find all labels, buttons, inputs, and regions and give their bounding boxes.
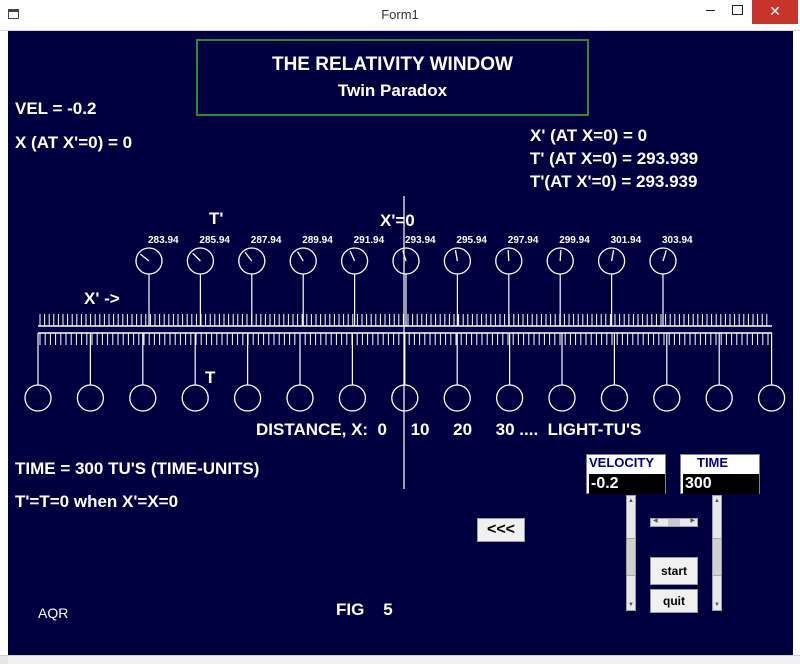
velocity-scroll-thumb[interactable] <box>627 538 635 576</box>
clock-hand <box>507 249 510 262</box>
rest-clock-face <box>705 384 733 412</box>
clock-hand <box>610 250 615 262</box>
x-prime-zero-label: X'=0 <box>380 211 415 230</box>
rest-clock-face <box>233 384 262 412</box>
rest-clock-face <box>548 384 576 412</box>
clock-time-label: 301.94 <box>610 235 642 246</box>
clock-time-label: 291.94 <box>353 235 385 246</box>
x-prime-arrow-label: X' -> <box>84 289 120 308</box>
clock-time-label: 295.94 <box>456 235 487 246</box>
page-subtitle: Twin Paradox <box>337 81 448 100</box>
minimize-button[interactable] <box>695 0 726 24</box>
title-bar: Form1 ✕ <box>0 0 800 31</box>
app-icon <box>8 9 19 19</box>
start-button[interactable]: start <box>650 557 698 585</box>
rest-clock-face <box>24 384 52 412</box>
velocity-caption: VELOCITY <box>589 455 655 470</box>
velocity-input[interactable]: -0.2 <box>589 474 665 494</box>
close-icon: ✕ <box>769 3 781 19</box>
tprime-at-x-zero-readout: T' (AT X=0) = 293.939 <box>530 149 699 168</box>
horizontal-scroll-thumb[interactable] <box>668 519 680 526</box>
scroll-up-icon[interactable]: ▲ <box>714 498 720 504</box>
clock-hand <box>349 250 356 262</box>
scroll-up-icon[interactable]: ▲ <box>628 498 634 504</box>
distance-axis-label: DISTANCE, X: 0 10 20 30 .... LIGHT-TU'S <box>256 420 642 439</box>
velocity-field: VELOCITY -0.2 <box>586 454 666 494</box>
figure-label: FIG 5 <box>336 600 393 619</box>
rest-clock-face <box>757 384 786 412</box>
tprime-at-xprime-zero-readout: T'(AT X'=0) = 293.939 <box>530 172 698 191</box>
scroll-down-icon[interactable]: ▼ <box>714 602 720 608</box>
author-label: AQR <box>38 605 69 621</box>
page-title: THE RELATIVITY WINDOW <box>271 54 513 75</box>
maximize-button[interactable] <box>722 0 753 24</box>
clock-time-label: 299.94 <box>559 235 590 246</box>
time-scrollbar[interactable]: ▲ ▼ <box>712 495 722 611</box>
clock-hand <box>244 251 253 262</box>
back-button[interactable]: <<< <box>477 518 525 542</box>
clock-time-label: 283.94 <box>148 235 179 246</box>
clock-hand <box>296 251 304 262</box>
clock-time-label: 289.94 <box>302 235 333 246</box>
x-at-xprime-zero-readout: X (AT X'=0) = 0 <box>15 133 133 152</box>
clock-hand <box>559 249 562 262</box>
window-title: Form1 <box>381 7 419 22</box>
rest-clock-face <box>286 384 314 412</box>
time-readout: TIME = 300 TU'S (TIME-UNITS) <box>15 459 260 478</box>
title-box: THE RELATIVITY WINDOW Twin Paradox <box>196 39 589 116</box>
scroll-down-icon[interactable]: ▼ <box>628 602 634 608</box>
time-caption: TIME <box>697 455 729 470</box>
rest-clock-face <box>391 384 419 412</box>
t-prime-label: T' <box>209 209 224 228</box>
scroll-left-icon[interactable]: ◀ <box>653 518 658 524</box>
small-horizontal-scrollbar[interactable]: ◀ ▶ <box>650 518 698 527</box>
clock-hand <box>454 250 459 262</box>
quit-button[interactable]: quit <box>650 589 698 613</box>
scroll-right-icon[interactable]: ▶ <box>690 518 695 524</box>
clock-time-label: 285.94 <box>199 235 230 246</box>
rest-clock-face <box>600 384 629 412</box>
clock-hand <box>662 250 667 262</box>
rest-clock-face <box>76 384 105 412</box>
time-field: TIME 300 <box>680 454 760 494</box>
clock-hand <box>139 253 150 262</box>
rest-clocks <box>24 333 786 412</box>
minimize-icon <box>706 10 715 12</box>
rest-clock-face <box>653 384 681 412</box>
clock-time-label: 287.94 <box>250 235 282 246</box>
sync-note: T'=T=0 when X'=X=0 <box>15 492 179 511</box>
time-scroll-thumb[interactable] <box>713 538 721 576</box>
clock-time-label: 303.94 <box>662 235 693 246</box>
rest-clock-face <box>181 384 209 412</box>
bottom-border <box>0 655 800 664</box>
rest-clock-face <box>443 384 471 412</box>
close-button[interactable]: ✕ <box>752 0 798 24</box>
clock-time-label: 293.94 <box>405 235 436 246</box>
rest-clock-face <box>495 384 524 412</box>
clock-time-label: 297.94 <box>507 235 539 246</box>
time-input[interactable]: 300 <box>683 474 759 494</box>
clock-hand <box>192 252 201 262</box>
velocity-readout: VEL = -0.2 <box>15 99 97 118</box>
velocity-scrollbar[interactable]: ▲ ▼ <box>626 495 636 611</box>
xprime-at-x-zero-readout: X' (AT X=0) = 0 <box>530 126 648 145</box>
t-label: T <box>205 368 216 387</box>
rest-clock-face <box>338 384 367 412</box>
rest-clock-face <box>129 384 157 412</box>
moving-clocks <box>135 247 677 326</box>
maximize-icon <box>732 5 743 16</box>
